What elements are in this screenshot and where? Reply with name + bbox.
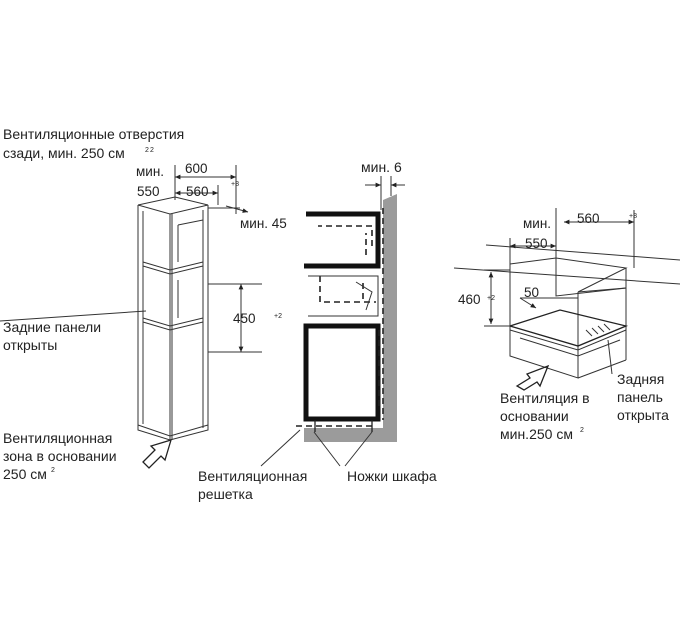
dim-550-left: 550 <box>137 184 160 199</box>
vent-rear-line2: сзади, мин. 250 см <box>3 145 125 161</box>
vent-right-line1: Вентиляция в <box>500 390 590 406</box>
rear-panel-open-line2: панель <box>617 389 663 405</box>
rear-panel-open-line3: открыта <box>617 407 669 423</box>
dim-50: 50 <box>524 285 539 300</box>
dim-560-left: 560 <box>186 184 209 199</box>
vent-base-line3: 250 см <box>3 466 47 482</box>
cabinet-legs-label: Ножки шкафа <box>347 468 437 484</box>
tol-plus2-460: +2 <box>487 295 495 302</box>
left-dimension-lines <box>0 165 262 353</box>
min6-label: мин. 6 <box>361 159 402 175</box>
undercounter-drawing <box>453 208 680 379</box>
dim-450: 450 <box>233 311 256 326</box>
tol-plus8-right: +8 <box>629 213 637 220</box>
min-label-left: мин. <box>136 164 164 179</box>
tol-plus8-left: +8 <box>231 181 239 188</box>
hollow-arrow-left-icon <box>142 439 172 469</box>
vent-right-sup: 2 <box>580 427 584 434</box>
vent-base-line2: зона в основании <box>3 448 117 464</box>
vent-rear-sup: 2 <box>145 147 149 154</box>
min45-label: мин. 45 <box>240 216 287 231</box>
rear-panels-line1: Задние панели <box>3 319 101 335</box>
grille-line1: Вентиляционная <box>198 468 307 484</box>
rear-panel-open-line1: Задняя <box>617 371 664 387</box>
tall-cabinet-drawing <box>137 196 209 441</box>
vent-right-line3: мин.250 см <box>500 426 573 442</box>
cross-section-drawing <box>260 176 405 467</box>
tol-plus2-450: +2 <box>274 313 282 320</box>
dim-560-right: 560 <box>577 211 600 226</box>
min-label-right: мин. <box>523 216 551 231</box>
dim-550-right: 550 <box>525 236 548 251</box>
vent-rear-sup-2: 2 <box>150 147 154 154</box>
rear-panels-line2: открыты <box>3 337 57 353</box>
vent-right-line2: основании <box>500 408 569 424</box>
vent-base-line1: Вентиляционная <box>3 430 112 446</box>
dim-460: 460 <box>458 292 481 307</box>
hollow-arrow-right-icon <box>515 364 550 391</box>
grille-line2: решетка <box>198 486 253 502</box>
vent-rear-line1: Вентиляционные отверстия <box>3 126 184 142</box>
vent-base-sup: 2 <box>51 467 55 474</box>
dim-600: 600 <box>185 161 208 176</box>
